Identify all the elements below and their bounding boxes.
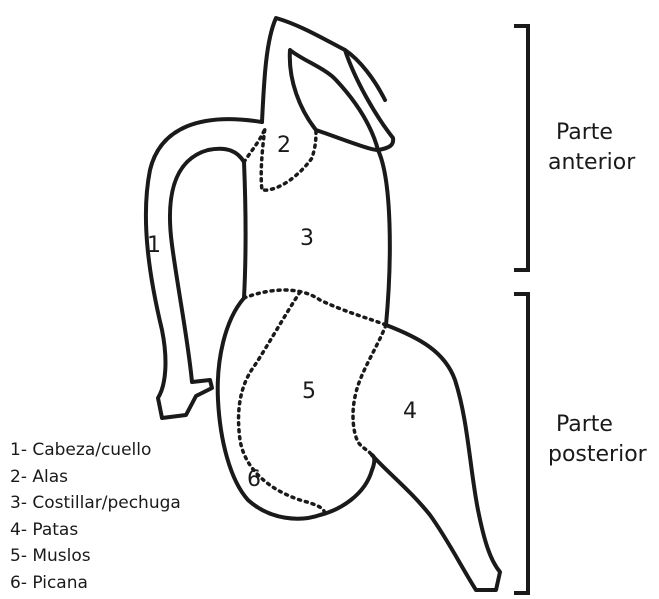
- label-part-4: 4: [403, 399, 417, 424]
- section-anterior-label: Parte anterior: [548, 118, 635, 178]
- section-anterior-line2: anterior: [548, 148, 635, 178]
- label-part-2: 2: [277, 133, 291, 158]
- legend-item: 1- Cabeza/cuello: [10, 437, 181, 464]
- leg-outline: [372, 325, 500, 590]
- wing-outline: [262, 18, 393, 150]
- legend-item: 2- Alas: [10, 464, 181, 491]
- legend-item: 3- Costillar/pechuga: [10, 490, 181, 517]
- thigh-outline: [218, 298, 375, 519]
- label-part-5: 5: [302, 379, 316, 404]
- section-posterior-label: Parte posterior: [548, 410, 647, 470]
- section-posterior-line2: posterior: [548, 440, 647, 470]
- cut-line-waist: [244, 290, 386, 325]
- cut-line-leg: [353, 325, 386, 455]
- legend-item: 4- Patas: [10, 517, 181, 544]
- bracket-posterior: [514, 294, 528, 593]
- section-posterior-line1: Parte: [548, 410, 647, 440]
- bracket-anterior: [514, 26, 528, 270]
- legend: 1- Cabeza/cuello 2- Alas 3- Costillar/pe…: [10, 437, 181, 596]
- breast-outline: [316, 130, 390, 325]
- section-anterior-line1: Parte: [548, 118, 635, 148]
- label-part-1: 1: [147, 233, 161, 258]
- label-part-3: 3: [300, 226, 314, 251]
- neck-body-joint: [244, 162, 246, 298]
- legend-item: 6- Picana: [10, 570, 181, 597]
- legend-item: 5- Muslos: [10, 543, 181, 570]
- label-part-6: 6: [247, 467, 261, 492]
